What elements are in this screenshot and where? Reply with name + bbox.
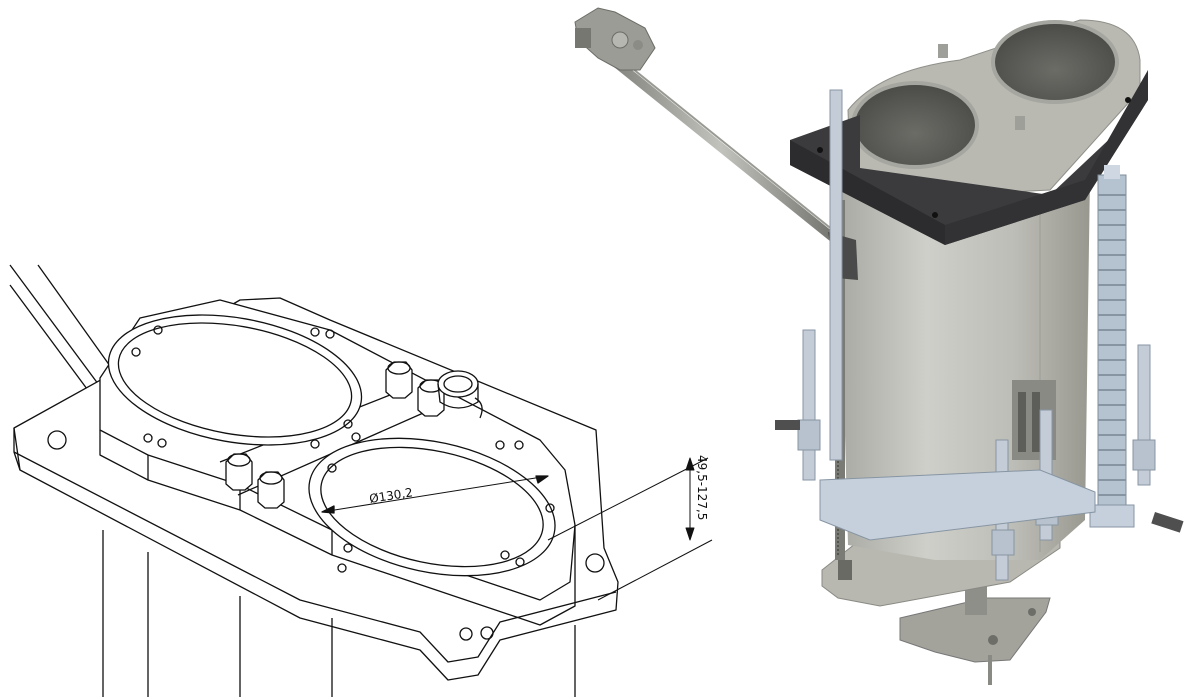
main-body	[838, 175, 1090, 560]
bore-right	[991, 20, 1119, 104]
pipe-left-inner	[829, 89, 843, 461]
pipe-right	[1132, 344, 1184, 533]
hex-bolt	[417, 379, 445, 417]
clamp-head	[574, 7, 656, 71]
bore-left	[851, 81, 979, 169]
bolt-hole	[459, 627, 473, 641]
diameter-label: Ø130,2	[368, 485, 413, 506]
pipe-left	[775, 329, 821, 481]
rod-outline	[9, 264, 121, 401]
hex-bolt	[385, 361, 413, 399]
round-fitting	[437, 370, 483, 419]
top-housing	[847, 19, 1141, 196]
dark-flange	[790, 70, 1148, 245]
height-label: 49,5-127,5	[695, 455, 709, 520]
diameter-dimension: Ø130,2	[321, 475, 549, 514]
hex-bolt	[225, 453, 253, 491]
lower-body	[102, 530, 576, 697]
bolt-hole	[480, 626, 494, 640]
clamp-block	[819, 469, 1096, 541]
rendered-model-view	[574, 7, 1184, 685]
hex-bolt	[257, 471, 285, 509]
bellows-hose	[1089, 165, 1135, 528]
bolt-hole	[585, 553, 605, 573]
right-bore	[308, 432, 556, 577]
line-drawing-view: Ø130,2 49,5-127,5	[9, 264, 713, 697]
height-dimension: 49,5-127,5	[547, 455, 713, 601]
bolt-hole	[47, 430, 67, 450]
left-bore	[107, 314, 363, 449]
